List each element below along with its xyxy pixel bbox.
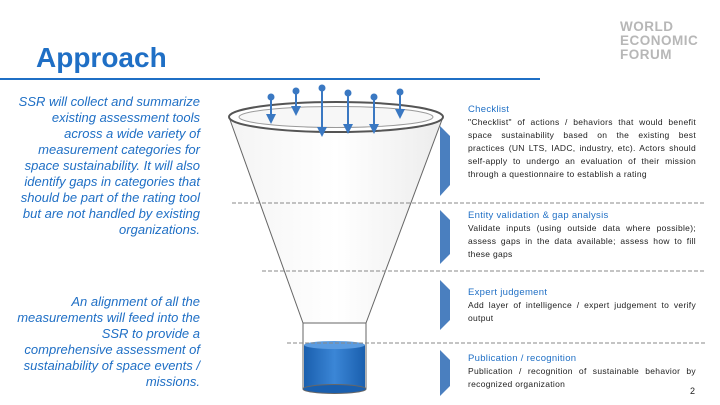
step-title: Checklist <box>468 104 696 116</box>
step-checklist: Checklist "Checklist" of actions / behav… <box>468 104 696 181</box>
funnel-spout-liquid-top <box>304 341 365 349</box>
step-body: Validate inputs (using outside data wher… <box>468 222 696 261</box>
step-body: Publication / recognition of sustainable… <box>468 365 696 391</box>
step-body: "Checklist" of actions / behaviors that … <box>468 116 696 181</box>
step-expert-judgement: Expert judgement Add layer of intelligen… <box>468 287 696 325</box>
step-chevron-2 <box>440 210 450 264</box>
step-chevron-3 <box>440 280 450 330</box>
step-chevron-4 <box>440 350 450 396</box>
funnel-spout-fill <box>304 345 365 388</box>
page-number: 2 <box>690 386 695 396</box>
step-title: Expert judgement <box>468 287 696 299</box>
step-validation: Entity validation & gap analysis Validat… <box>468 210 696 261</box>
step-publication: Publication / recognition Publication / … <box>468 353 696 391</box>
step-title: Entity validation & gap analysis <box>468 210 696 222</box>
step-title: Publication / recognition <box>468 353 696 365</box>
step-body: Add layer of intelligence / expert judge… <box>468 299 696 325</box>
funnel-cone <box>229 117 443 323</box>
step-chevron-1 <box>440 126 450 196</box>
funnel-spout-bottom <box>303 385 366 394</box>
